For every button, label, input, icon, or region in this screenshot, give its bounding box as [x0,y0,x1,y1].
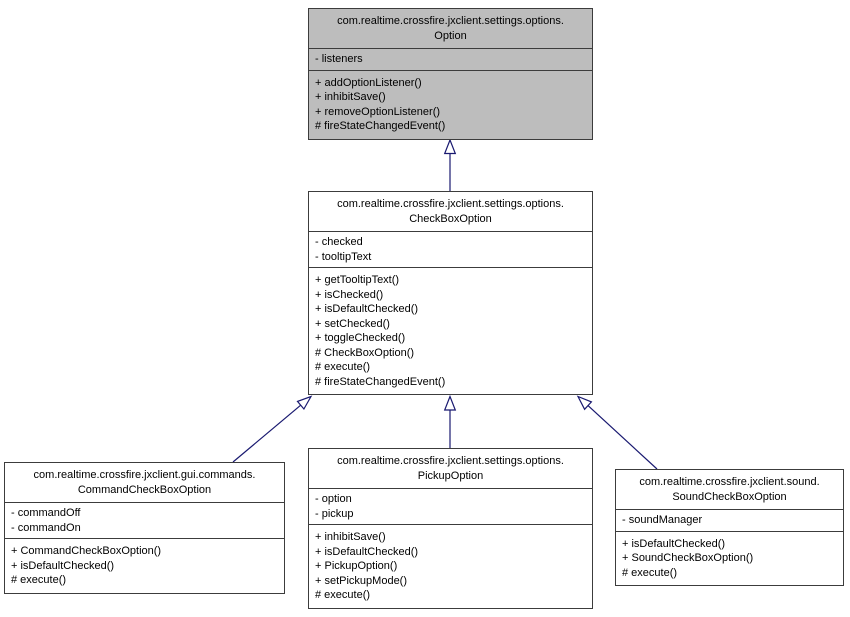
method: # execute() [622,566,678,579]
class-title-option: com.realtime.crossfire.jxclient.settings… [309,9,592,49]
class-node-option[interactable]: com.realtime.crossfire.jxclient.settings… [308,8,593,140]
generalization-arrowhead-icon [576,395,593,411]
method: # fireStateChangedEvent() [315,120,446,132]
method: # fireStateChangedEvent() [315,375,446,388]
method: # execute() [315,361,371,373]
methods-compartment: + inhibitSave() + isDefaultChecked() + P… [309,525,592,608]
class-name: PickupOption [417,469,484,482]
methods-compartment: + addOptionListener() + inhibitSave() + … [309,71,592,139]
generalization-arrowhead-icon [443,394,457,411]
attributes-compartment: - option - pickup [309,489,592,525]
class-package: com.realtime.crossfire.jxclient.settings… [337,198,564,210]
method: + toggleChecked() [315,332,406,344]
class-title-commandcheckboxoption: com.realtime.crossfire.jxclient.gui.comm… [5,463,284,503]
class-node-soundcheckboxoption[interactable]: com.realtime.crossfire.jxclient.sound. S… [615,469,844,586]
generalization-arrowhead-icon [443,138,457,155]
generalization-arrowhead-icon [296,395,313,411]
attribute: - option [315,493,352,505]
class-title-checkboxoption: com.realtime.crossfire.jxclient.settings… [309,192,592,232]
methods-compartment: + isDefaultChecked() + SoundCheckBoxOpti… [616,532,843,586]
class-package: com.realtime.crossfire.jxclient.settings… [337,455,564,467]
edge-pickupoption-to-checkboxoption [443,394,457,448]
class-node-pickupoption[interactable]: com.realtime.crossfire.jxclient.settings… [308,448,593,609]
attribute: - commandOff [11,507,81,519]
class-title-pickupoption: com.realtime.crossfire.jxclient.settings… [309,449,592,489]
method: + SoundCheckBoxOption() [622,552,754,564]
methods-compartment: + getTooltipText() + isChecked() + isDef… [309,268,592,394]
class-name: SoundCheckBoxOption [672,490,787,503]
method: + inhibitSave() [315,531,386,543]
method: + setPickupMode() [315,574,408,587]
method: + CommandCheckBoxOption() [11,545,162,557]
method: # CheckBoxOption() [315,346,415,359]
edge-commandcheckboxoption-to-checkboxoption [232,395,313,463]
method: + isChecked() [315,288,384,301]
method: + addOptionListener() [315,76,422,89]
method: + removeOptionListener() [315,105,441,118]
attributes-compartment: - commandOff - commandOn [5,503,284,539]
attribute: - commandOn [11,521,81,534]
method: + PickupOption() [315,560,398,572]
attribute: - soundManager [622,514,703,526]
method: # execute() [11,574,67,586]
class-node-commandcheckboxoption[interactable]: com.realtime.crossfire.jxclient.gui.comm… [4,462,285,594]
attribute: - listeners [315,53,363,65]
class-node-checkboxoption[interactable]: com.realtime.crossfire.jxclient.settings… [308,191,593,395]
method: + isDefaultChecked() [315,545,419,558]
method: + getTooltipText() [315,274,400,286]
class-name: CommandCheckBoxOption [77,483,212,496]
method: # execute() [315,589,371,601]
methods-compartment: + CommandCheckBoxOption() + isDefaultChe… [5,539,284,593]
attribute: - checked [315,236,363,248]
class-package: com.realtime.crossfire.jxclient.sound. [639,476,820,488]
edge-checkboxoption-to-option [443,138,457,191]
attribute: - tooltipText [315,250,372,263]
method: + isDefaultChecked() [11,559,115,572]
attribute: - pickup [315,507,354,520]
class-package: com.realtime.crossfire.jxclient.settings… [337,15,564,27]
attributes-compartment: - soundManager [616,510,843,532]
attributes-compartment: - listeners [309,49,592,71]
method: + setChecked() [315,317,390,330]
method: + isDefaultChecked() [315,303,419,315]
class-name: CheckBoxOption [409,212,492,225]
class-title-soundcheckboxoption: com.realtime.crossfire.jxclient.sound. S… [616,470,843,510]
class-package: com.realtime.crossfire.jxclient.gui.comm… [33,469,256,481]
class-name: Option [434,29,467,42]
method: + inhibitSave() [315,91,386,103]
attributes-compartment: - checked - tooltipText [309,232,592,268]
method: + isDefaultChecked() [622,537,726,550]
